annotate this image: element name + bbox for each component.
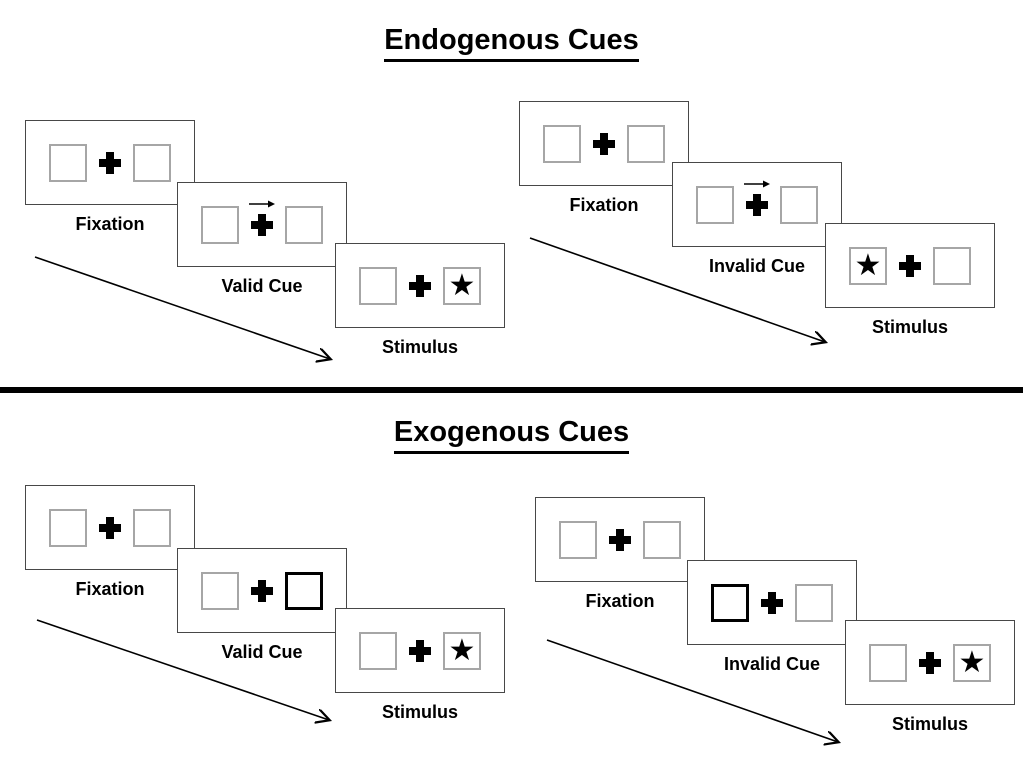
star-icon: ★ [448, 267, 476, 303]
panel-label: Valid Cue [221, 276, 303, 296]
panel-label: Invalid Cue [708, 256, 806, 276]
cue-display [177, 182, 347, 267]
left-box-highlighted-cue [711, 583, 749, 622]
section-divider [0, 387, 1023, 393]
panel-fixation: Fixation [519, 101, 689, 216]
fixation-cross-icon [919, 651, 941, 674]
stimulus-display: ★ [825, 223, 995, 308]
right-box [627, 124, 665, 163]
panel-label: Stimulus [871, 317, 948, 337]
sequence-timeline-arrow [529, 237, 837, 349]
sequence-timeline-arrow [546, 639, 850, 749]
left-box [201, 571, 239, 610]
left-box [359, 631, 397, 670]
panel-valid-cue: Valid Cue [177, 548, 347, 663]
right-box [795, 583, 833, 622]
fixation-cross-icon [99, 516, 121, 539]
fixation-cross-icon [744, 180, 770, 216]
left-box [49, 508, 87, 547]
left-box [696, 185, 734, 224]
right-box [285, 205, 323, 244]
right-box-with-star: ★ [953, 643, 991, 682]
fixation-cross-icon [409, 274, 431, 297]
cue-display [687, 560, 857, 645]
panel-label: Stimulus [381, 702, 458, 722]
panel-label: Valid Cue [221, 642, 303, 662]
left-box-with-star: ★ [849, 246, 887, 285]
fixation-cross-icon [249, 200, 275, 236]
fixation-display [519, 101, 689, 186]
panel-label: Fixation [585, 591, 655, 611]
cue-arrow-right-icon [744, 180, 770, 187]
right-box [133, 143, 171, 182]
panel-invalid-cue: Invalid Cue [687, 560, 857, 675]
left-box [201, 205, 239, 244]
fixation-cross-icon [251, 579, 273, 602]
star-icon: ★ [448, 632, 476, 668]
right-box-with-star: ★ [443, 631, 481, 670]
left-box [49, 143, 87, 182]
fixation-cross-icon [409, 639, 431, 662]
panel-fixation: Fixation [25, 485, 195, 600]
stimulus-display: ★ [335, 608, 505, 693]
panel-label: Stimulus [891, 714, 968, 734]
cue-display [672, 162, 842, 247]
fixation-cross-icon [593, 132, 615, 155]
sequence-timeline-arrow [34, 256, 342, 368]
exogenous-section-title: Exogenous Cues [0, 416, 1023, 454]
panel-valid-cue: Valid Cue [177, 182, 347, 297]
right-box-highlighted-cue [285, 571, 323, 610]
panel-label: Fixation [75, 579, 145, 599]
panel-label: Fixation [75, 214, 145, 234]
left-box [359, 266, 397, 305]
right-box [933, 246, 971, 285]
fixation-display [535, 497, 705, 582]
star-icon: ★ [958, 644, 986, 680]
fixation-display [25, 485, 195, 570]
left-box [543, 124, 581, 163]
right-box [643, 520, 681, 559]
panel-invalid-cue: Invalid Cue [672, 162, 842, 277]
right-box [133, 508, 171, 547]
fixation-display [25, 120, 195, 205]
stimulus-display: ★ [335, 243, 505, 328]
fixation-cross-icon [899, 254, 921, 277]
left-box [559, 520, 597, 559]
panel-fixation: Fixation [25, 120, 195, 235]
panel-stimulus: ★ Stimulus [335, 608, 505, 723]
stimulus-display: ★ [845, 620, 1015, 705]
panel-stimulus: ★ Stimulus [335, 243, 505, 358]
right-box [780, 185, 818, 224]
cue-arrow-right-icon [249, 200, 275, 207]
panel-fixation: Fixation [535, 497, 705, 612]
left-box [869, 643, 907, 682]
right-box-with-star: ★ [443, 266, 481, 305]
panel-stimulus: ★ Stimulus [845, 620, 1015, 735]
panel-label: Fixation [569, 195, 639, 215]
fixation-cross-icon [99, 151, 121, 174]
panel-label: Stimulus [381, 337, 458, 357]
panel-stimulus: ★ Stimulus [825, 223, 995, 338]
panel-label: Invalid Cue [723, 654, 821, 674]
sequence-timeline-arrow [36, 619, 342, 729]
fixation-cross-icon [761, 591, 783, 614]
fixation-cross-icon [609, 528, 631, 551]
cue-display [177, 548, 347, 633]
star-icon: ★ [854, 247, 882, 283]
exogenous-title-text: Exogenous Cues [393, 416, 630, 454]
endogenous-section-title: Endogenous Cues [0, 24, 1023, 62]
endogenous-title-text: Endogenous Cues [384, 24, 639, 62]
